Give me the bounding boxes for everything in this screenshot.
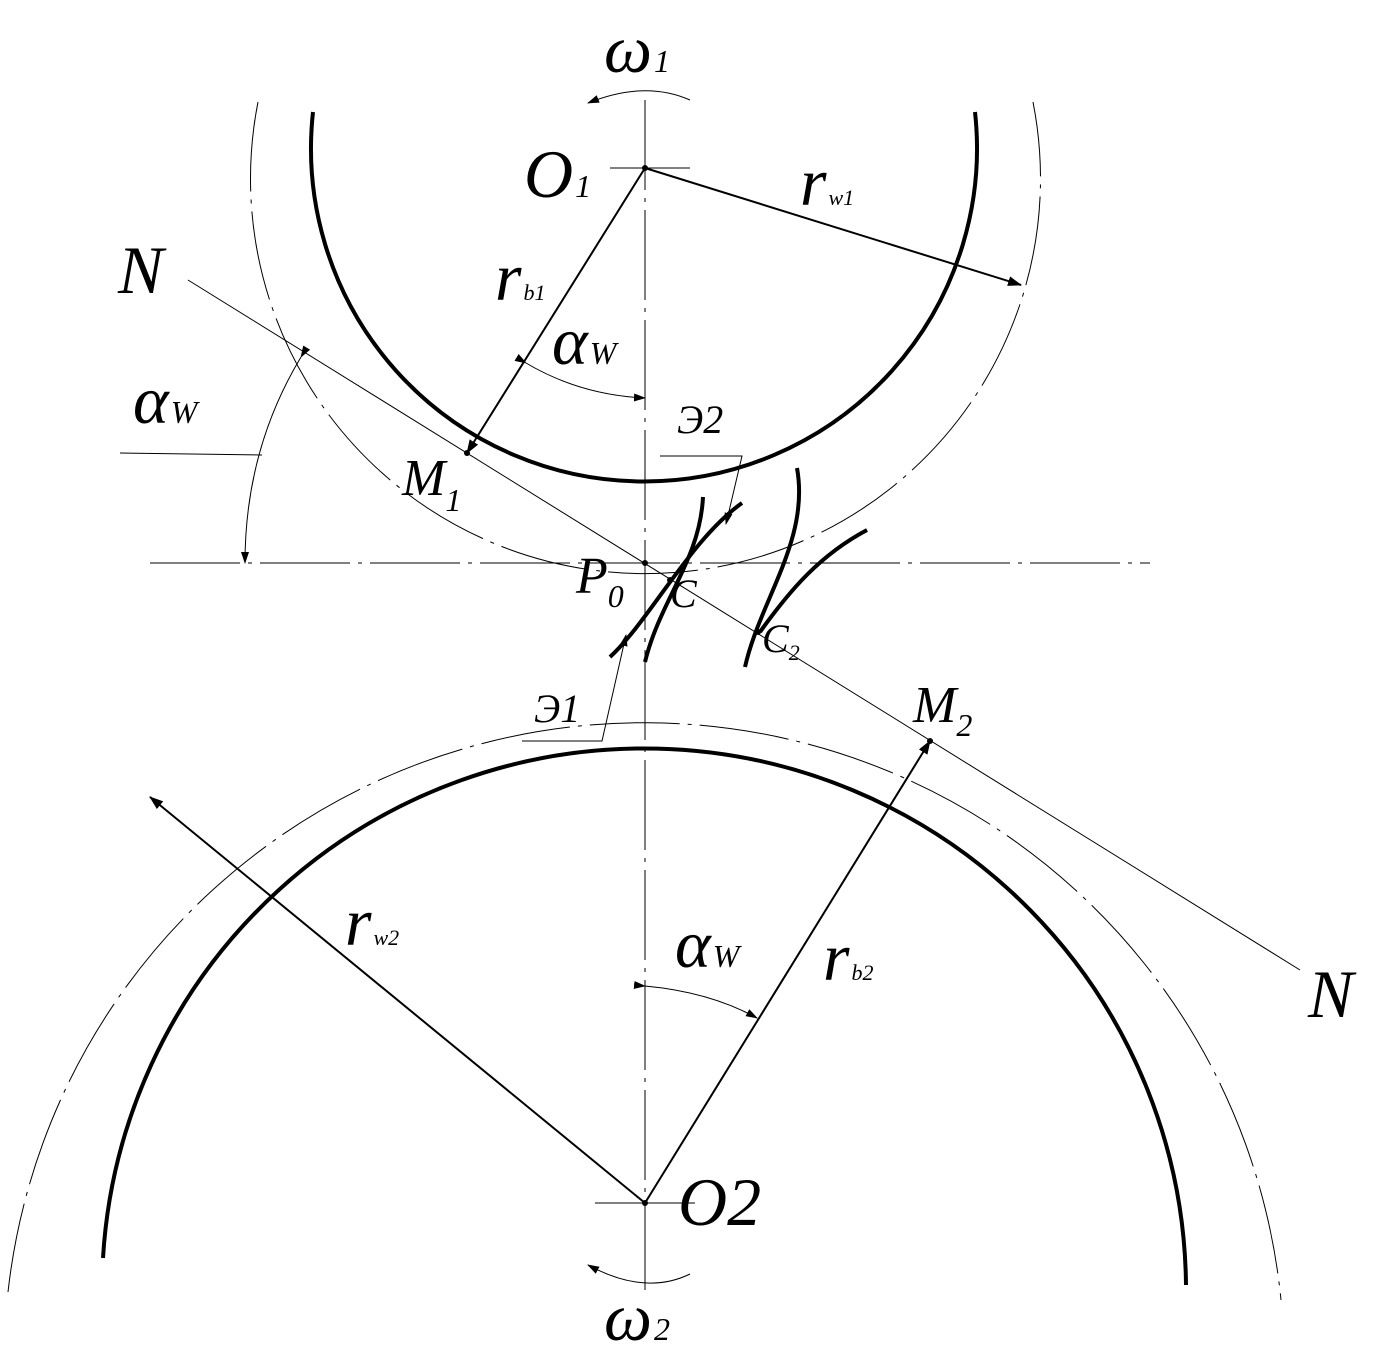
tooth-profile-gear2-a bbox=[643, 496, 705, 663]
gear1-pitch-circle bbox=[250, 101, 1041, 575]
label-rw1: rw1 bbox=[800, 144, 854, 220]
point-o2 bbox=[642, 1200, 648, 1206]
label-e2: Э2 bbox=[677, 397, 723, 442]
label-e1: Э1 bbox=[534, 686, 580, 731]
point-m2 bbox=[927, 738, 933, 744]
omega1-arrow bbox=[587, 90, 691, 104]
label-alpha-top: αW bbox=[552, 303, 620, 379]
radius-rw1 bbox=[644, 167, 1022, 286]
radius-rw2 bbox=[149, 796, 646, 1204]
label-p0: P0 bbox=[575, 548, 624, 614]
gear2-base-circle bbox=[101, 746, 1188, 1286]
omega2-arrow bbox=[587, 1264, 691, 1284]
label-alpha-left: αW bbox=[133, 362, 201, 438]
e1-leader bbox=[522, 634, 628, 742]
label-omega1: ω1 bbox=[604, 11, 670, 87]
label-o1: O1 bbox=[524, 136, 591, 212]
alpha-arc-top bbox=[514, 353, 646, 402]
alpha-arc-bottom bbox=[633, 981, 758, 1019]
point-c2 bbox=[755, 629, 761, 635]
label-n-bottom: N bbox=[1307, 956, 1357, 1032]
alpha-left-leader bbox=[119, 452, 263, 456]
point-m1 bbox=[464, 450, 470, 456]
radius-rb2 bbox=[644, 740, 931, 1204]
label-m1: M1 bbox=[401, 450, 461, 518]
tooth-profile-gear1-b bbox=[758, 528, 868, 634]
label-alpha-bottom: αW bbox=[675, 906, 743, 982]
point-o1 bbox=[642, 165, 648, 171]
label-rw2: rw2 bbox=[345, 884, 399, 960]
label-rb2: rb2 bbox=[823, 919, 873, 995]
gear2-pitch-circle bbox=[7, 722, 1282, 1301]
label-c: C bbox=[670, 571, 698, 616]
label-omega2: ω2 bbox=[604, 1279, 670, 1355]
gear1-base-circle bbox=[309, 111, 979, 484]
point-c bbox=[667, 577, 673, 583]
line-of-action bbox=[187, 279, 1301, 971]
point-p0 bbox=[642, 560, 648, 566]
label-rb1: rb1 bbox=[495, 239, 545, 315]
label-o2: O2 bbox=[678, 1164, 761, 1240]
label-n-top: N bbox=[117, 232, 167, 308]
label-m2: M2 bbox=[912, 677, 972, 743]
label-c2: C2 bbox=[762, 616, 800, 665]
alpha-arc-left bbox=[241, 345, 311, 564]
e2-leader bbox=[660, 455, 743, 525]
radius-rb1 bbox=[466, 167, 646, 454]
tooth-profile-gear2-b bbox=[743, 467, 802, 668]
